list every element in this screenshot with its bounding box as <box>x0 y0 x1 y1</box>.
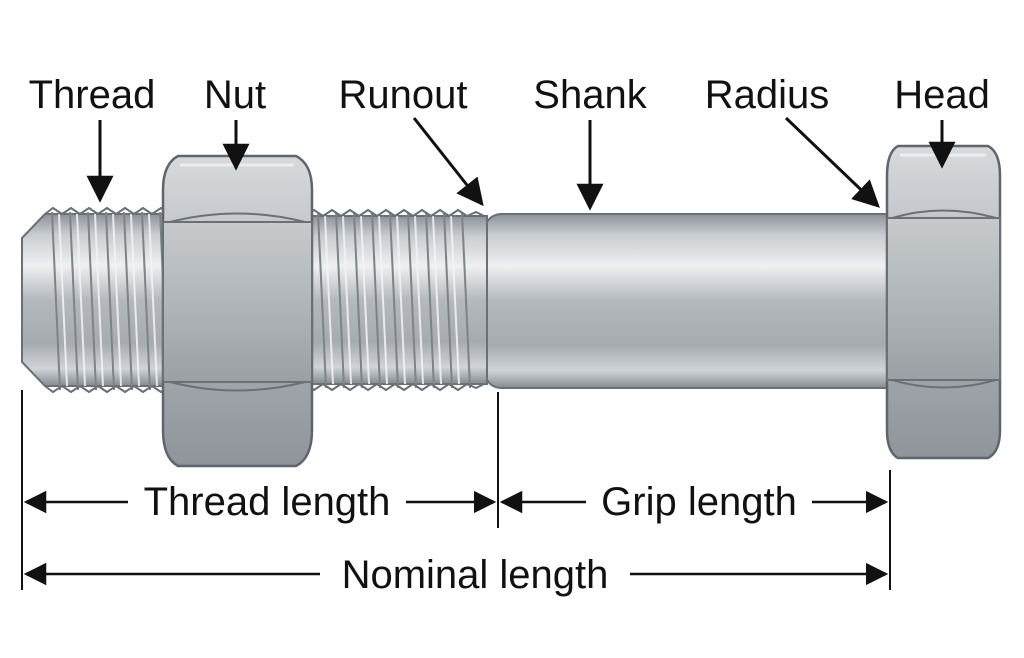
bolt-nut <box>161 154 314 468</box>
label-radius: Radius <box>705 73 830 117</box>
label-nut: Nut <box>204 73 266 117</box>
label-grip-length: Grip length <box>601 480 797 524</box>
label-runout: Runout <box>339 73 468 117</box>
pointer-arrow-radius <box>784 116 880 208</box>
bolt-thread-right <box>304 208 488 392</box>
label-head: Head <box>894 73 990 117</box>
pointer-arrow-runout <box>412 117 484 207</box>
label-thread: Thread <box>29 73 156 117</box>
bolt-thread-left <box>21 206 180 394</box>
bolt-shank <box>486 213 891 389</box>
label-nominal-length: Nominal length <box>342 553 609 597</box>
bolt-head <box>885 144 1002 460</box>
label-thread-length: Thread length <box>144 480 391 524</box>
label-shank: Shank <box>533 73 647 117</box>
